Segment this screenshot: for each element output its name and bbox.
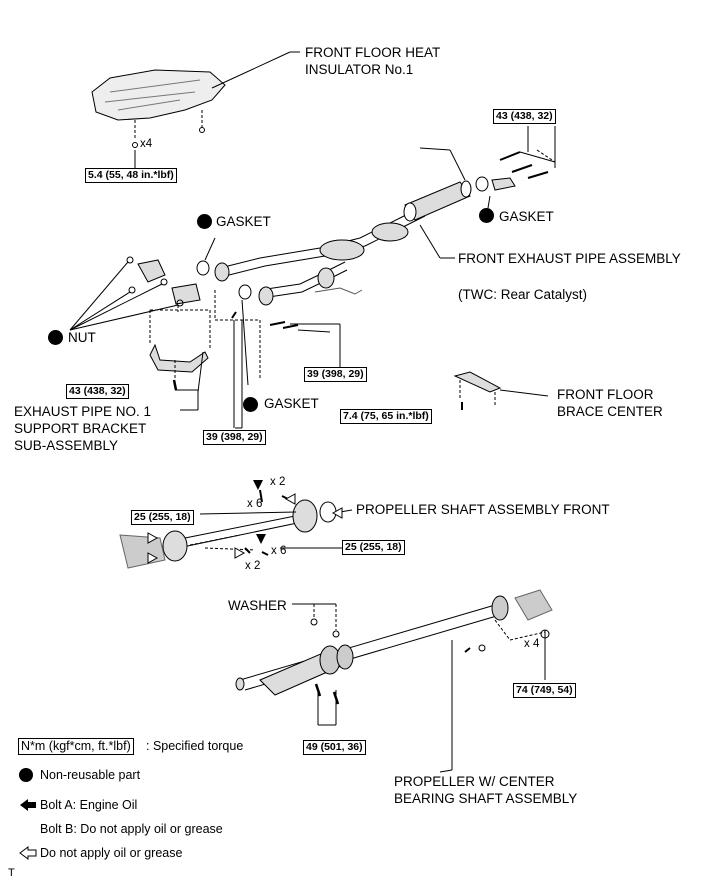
legend-non-reusable: Non-reusable part (40, 768, 141, 782)
torque-spec-rear-flange: 43 (438, 32) (493, 109, 556, 124)
non-reusable-dot-icon (48, 330, 63, 345)
torque-spec-prop-front-lower: 25 (255, 18) (342, 540, 405, 555)
torque-spec-rear-flange-nut: 74 (749, 54) (513, 683, 576, 698)
legend-torque-text: : Specified torque (146, 739, 244, 753)
multiplier-heat-insulator: x4 (140, 138, 153, 150)
torque-spec-center-bearing: 49 (501, 36) (303, 740, 366, 755)
torque-spec-prop-front-upper: 25 (255, 18) (131, 510, 194, 525)
label-gasket-right: GASKET (499, 209, 554, 224)
legend-bolt-a: Bolt A: Engine Oil (40, 798, 138, 812)
hollow-arrow-icon (147, 552, 159, 564)
non-reusable-dot-icon (479, 208, 494, 223)
legend-no-oil: Do not apply oil or grease (40, 846, 183, 860)
label-nut: NUT (68, 330, 96, 345)
multiplier-solid-lower: x 6 (271, 545, 287, 557)
prop-shaft-front-part (174, 514, 303, 549)
hollow-arrow-icon (284, 493, 296, 505)
label-bracket: EXHAUST PIPE NO. 1 SUPPORT BRACKET SUB-A… (14, 404, 152, 453)
non-reusable-dot-icon (243, 397, 258, 412)
torque-spec-brace: 7.4 (75, 65 in.*lbf) (340, 409, 432, 424)
torque-spec-heat-insulator: 5.4 (55, 48 in.*lbf) (85, 168, 177, 183)
multiplier-solid-upper: x 6 (247, 498, 263, 510)
torque-spec-pipe-bolts-right: 39 (398, 29) (304, 367, 367, 382)
label-heat-insulator: FRONT FLOOR HEAT INSULATOR No.1 (305, 45, 441, 77)
solid-arrow-icon (20, 799, 36, 811)
solid-arrow-icon (256, 534, 266, 544)
label-twc: (TWC: Rear Catalyst) (458, 287, 588, 302)
brace-center-part (453, 371, 502, 393)
multiplier-hollow-lower: x 2 (245, 560, 261, 572)
support-bracket-part (137, 259, 166, 283)
label-gasket-bottom: GASKET (264, 396, 319, 411)
torque-spec-pipe-bolts-bottom: 39 (398, 29) (203, 430, 266, 445)
multiplier-hollow-upper: x 2 (270, 476, 286, 488)
torque-spec-bracket: 43 (438, 32) (66, 384, 129, 399)
legend-non-reusable-dot-icon (19, 768, 33, 782)
solid-arrow-icon (253, 480, 263, 490)
label-prop-front: PROPELLER SHAFT ASSEMBLY FRONT (356, 502, 610, 517)
hollow-arrow-icon (19, 846, 37, 860)
hollow-arrow-icon (331, 507, 343, 519)
label-washer: WASHER (228, 598, 287, 613)
legend-torque-box: N*m (kgf*cm, ft.*lbf) (18, 738, 134, 755)
label-gasket-top: GASKET (216, 214, 271, 229)
non-reusable-dot-icon (197, 214, 212, 229)
label-prop-center: PROPELLER W/ CENTER BEARING SHAFT ASSEMB… (394, 774, 578, 806)
heat-insulator-part (91, 69, 226, 121)
corner-mark: T (8, 867, 15, 879)
label-brace-center: FRONT FLOOR BRACE CENTER (557, 387, 663, 419)
hollow-arrow-icon (234, 547, 246, 559)
hollow-arrow-icon (147, 532, 159, 544)
multiplier-rear-nut: x 4 (524, 638, 540, 650)
legend-bolt-b: Bolt B: Do not apply oil or grease (40, 822, 223, 836)
label-front-exhaust: FRONT EXHAUST PIPE ASSEMBLY (458, 251, 681, 266)
